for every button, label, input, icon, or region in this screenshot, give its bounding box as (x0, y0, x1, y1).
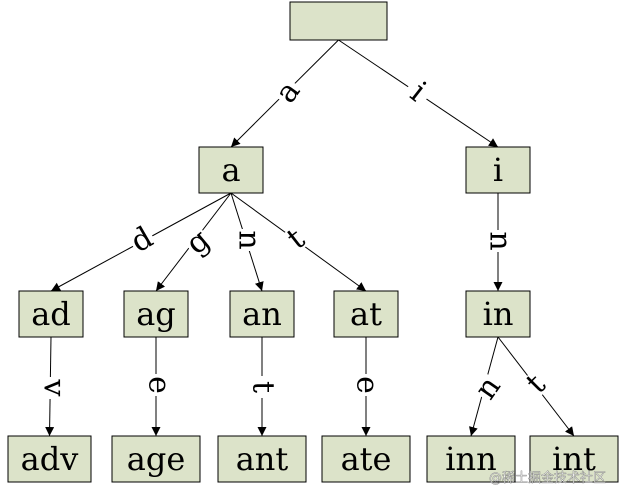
node-ad: ad (18, 290, 84, 338)
node-label-at: at (350, 295, 382, 333)
edge-label-bg-i-in (488, 230, 512, 252)
node-label-an: an (242, 295, 282, 333)
edge-label-ag-age: e (142, 376, 177, 394)
node-label-a: a (221, 151, 240, 189)
edge-label-bg-an-ant (251, 376, 275, 398)
edge-label-bg-a-ag (181, 225, 215, 259)
node-adv: adv (7, 435, 92, 483)
node-label-inn: inn (445, 440, 496, 478)
node-in: in (465, 290, 531, 338)
edge-label-bg-a-an (237, 229, 261, 251)
node-at: at (333, 290, 399, 338)
node-ant: ant (217, 435, 307, 483)
node-box-int (529, 435, 619, 483)
node-box-a (198, 146, 264, 194)
node-box-i (465, 146, 531, 194)
node-box-ag (123, 290, 189, 338)
edge-label-bg-a-at (279, 222, 313, 256)
edge-label-i-in: n (483, 231, 518, 250)
edge-label-bg-ad-adv (42, 377, 66, 399)
node-label-in: in (483, 295, 514, 333)
edge-label-bg-root-i (401, 75, 435, 109)
node-age: age (111, 435, 201, 483)
node-box-ate (321, 435, 411, 483)
node-int: int (529, 435, 619, 483)
edge-label-an-ant: t (246, 381, 281, 393)
node-label-ant: ant (236, 440, 289, 478)
node-ag: ag (123, 290, 189, 338)
edge-label-bg-root-a (271, 76, 305, 108)
node-box-in (465, 290, 531, 338)
node-label-int: int (552, 440, 596, 478)
node-label-adv: adv (21, 440, 79, 478)
edge-label-bg-in-inn (471, 372, 505, 404)
node-i: i (465, 146, 531, 194)
watermark: @稀土掘金技术社区 (489, 470, 606, 486)
node-label-i: i (493, 151, 503, 189)
node-box-root (289, 1, 388, 41)
edge-label-bg-a-ad (126, 224, 158, 256)
node-box-inn (426, 435, 516, 483)
edge-label-bg-in-int (519, 367, 553, 401)
node-box-at (333, 290, 399, 338)
node-root (289, 1, 388, 41)
node-box-adv (7, 435, 92, 483)
edge-label-bg-ag-age (147, 374, 171, 396)
node-an: an (229, 290, 295, 338)
node-ate: ate (321, 435, 411, 483)
nodes-layer: a i ad ag an at in adv age ant ate inn int (7, 1, 619, 483)
node-box-an (229, 290, 295, 338)
edge-label-ad-adv: v (37, 379, 72, 397)
node-a: a (198, 146, 264, 194)
node-box-ad (18, 290, 84, 338)
edge-label-at-ate: e (350, 376, 385, 394)
node-label-age: age (127, 440, 186, 478)
node-inn: inn (426, 435, 516, 483)
node-box-age (111, 435, 201, 483)
node-label-ad: ad (31, 295, 71, 333)
node-box-ant (217, 435, 307, 483)
edge-label-a-an: n (232, 230, 267, 249)
node-label-ate: ate (341, 440, 392, 478)
edge-label-bg-at-ate (355, 374, 379, 396)
node-label-ag: ag (136, 295, 176, 333)
